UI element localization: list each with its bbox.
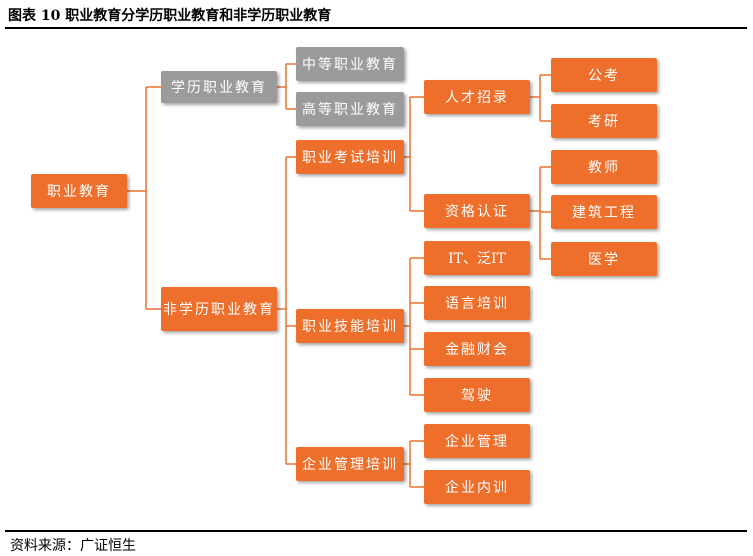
node-non-academic-vocational-education: 非学历职业教育: [161, 287, 277, 331]
node-exam-training: 职业考试培训: [296, 140, 404, 174]
node-it: IT、泛IT: [424, 241, 530, 275]
bottom-rule: [5, 530, 747, 532]
node-finance-accounting: 金融财会: [424, 332, 530, 366]
node-vocational-education: 职业教育: [31, 174, 127, 208]
node-internal-training: 企业内训: [424, 470, 530, 504]
node-academic-vocational-education: 学历职业教育: [161, 71, 277, 103]
node-qualification-certification: 资格认证: [424, 194, 530, 228]
node-talent-recruitment: 人才招录: [424, 80, 530, 114]
node-management-training: 企业管理培训: [296, 447, 404, 481]
node-skill-training: 职业技能培训: [296, 309, 404, 343]
node-postgraduate-exam: 考研: [551, 104, 657, 138]
node-higher-vocational-education: 高等职业教育: [296, 92, 404, 126]
node-secondary-vocational-education: 中等职业教育: [296, 47, 404, 81]
node-enterprise-management: 企业管理: [424, 424, 530, 458]
node-language-training: 语言培训: [424, 286, 530, 320]
node-teacher: 教师: [551, 150, 657, 184]
node-civil-service-exam: 公考: [551, 58, 657, 92]
top-rule: [5, 27, 747, 29]
source-note: 资料来源：广证恒生: [10, 538, 136, 554]
node-construction-engineering: 建筑工程: [551, 195, 657, 229]
figure-title: 图表 10 职业教育分学历职业教育和非学历职业教育: [8, 8, 332, 24]
node-driving: 驾驶: [424, 378, 530, 412]
node-medicine: 医学: [551, 242, 657, 276]
